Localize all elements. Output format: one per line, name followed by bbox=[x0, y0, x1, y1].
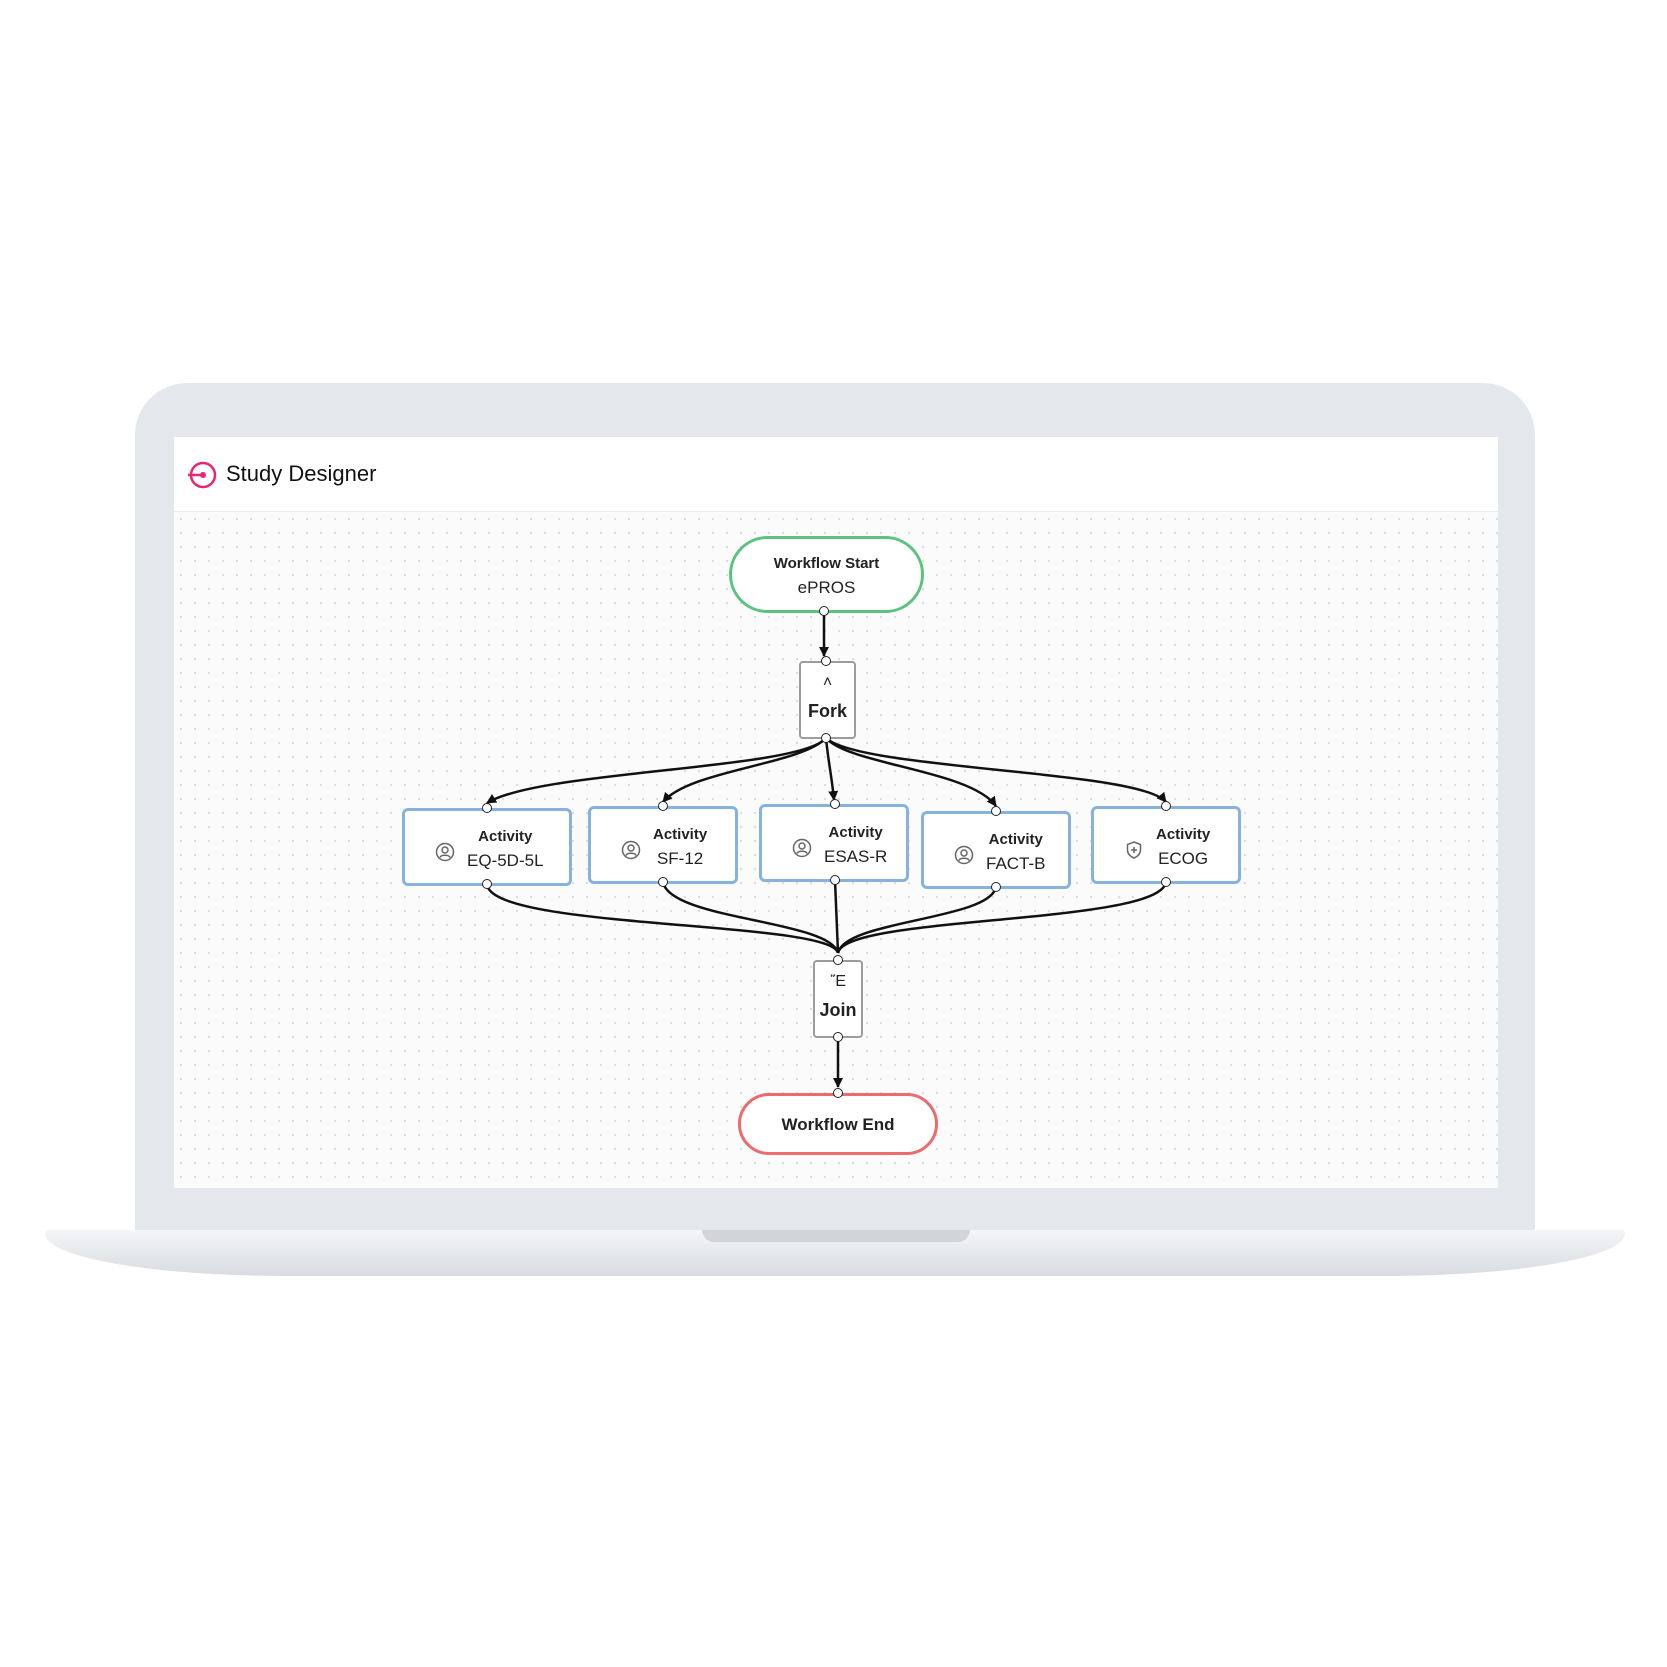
fork-out-port[interactable] bbox=[821, 733, 831, 743]
activity-out-port[interactable] bbox=[658, 877, 668, 887]
laptop-notch bbox=[702, 1230, 970, 1242]
activity-label: Activity bbox=[478, 828, 533, 845]
edge-esasr-join bbox=[833, 879, 840, 954]
laptop-screen: Study Designer bbox=[174, 437, 1498, 1188]
app-title: Study Designer bbox=[226, 461, 377, 486]
edge-fork-esasr bbox=[824, 737, 839, 801]
edge-fork-eq5d bbox=[486, 737, 827, 805]
person-icon bbox=[792, 838, 812, 858]
person-icon bbox=[621, 840, 641, 860]
activity-in-port[interactable] bbox=[830, 799, 840, 809]
activity-text: Activity FACT-B bbox=[986, 831, 1046, 874]
edge-factb-join bbox=[836, 886, 998, 954]
activity-in-port[interactable] bbox=[991, 806, 1001, 816]
edge-fork-ecog bbox=[825, 737, 1167, 803]
activity-text: Activity ESAS-R bbox=[824, 824, 887, 867]
activity-out-port[interactable] bbox=[1161, 877, 1171, 887]
join-node[interactable]: Ἔ Join bbox=[813, 960, 863, 1038]
workflow-start-node[interactable]: Workflow Start ePROS bbox=[729, 536, 924, 613]
edge-sf12-join bbox=[661, 881, 840, 954]
edge-fork-sf12 bbox=[662, 737, 827, 803]
workflow-start-out-port[interactable] bbox=[819, 606, 829, 616]
activity-name: EQ-5D-5L bbox=[467, 851, 544, 870]
app-header: Study Designer bbox=[174, 437, 1498, 512]
activity-node-esasr[interactable]: Activity ESAS-R bbox=[759, 804, 909, 882]
activity-text: Activity EQ-5D-5L bbox=[467, 828, 544, 871]
edge-ecog-join bbox=[836, 881, 1168, 954]
activity-name: ESAS-R bbox=[824, 847, 888, 866]
activity-node-factb[interactable]: Activity FACT-B bbox=[921, 811, 1071, 889]
activity-text: Activity ECOG bbox=[1156, 826, 1210, 869]
join-out-port[interactable] bbox=[833, 1032, 843, 1042]
activity-node-ecog[interactable]: Activity ECOG bbox=[1091, 806, 1241, 884]
activity-node-sf12[interactable]: Activity SF-12 bbox=[588, 806, 738, 884]
workflow-start-name: ePROS bbox=[797, 578, 856, 597]
join-icon: Ἔ bbox=[830, 973, 846, 990]
fork-label: Fork bbox=[807, 701, 847, 721]
edge-eq5d-join bbox=[485, 883, 840, 954]
fork-in-port[interactable] bbox=[821, 656, 831, 666]
workflow-canvas[interactable] bbox=[174, 512, 1498, 1188]
activity-name: FACT-B bbox=[986, 854, 1046, 873]
activity-in-port[interactable] bbox=[1161, 801, 1171, 811]
activity-label: Activity bbox=[988, 831, 1043, 848]
workflow-end-in-port[interactable] bbox=[833, 1088, 843, 1098]
activity-out-port[interactable] bbox=[482, 879, 492, 889]
activity-in-port[interactable] bbox=[482, 803, 492, 813]
fork-node[interactable]: ˄ Fork bbox=[799, 661, 856, 739]
activity-out-port[interactable] bbox=[830, 875, 840, 885]
activity-label: Activity bbox=[1156, 826, 1211, 843]
person-icon bbox=[954, 845, 974, 865]
fork-icon: ˄ bbox=[822, 674, 833, 691]
app-logo-icon bbox=[188, 461, 217, 489]
workflow-start-label: Workflow Start bbox=[773, 555, 880, 572]
join-label: Join bbox=[819, 1000, 857, 1020]
workflow-end-label: Workflow End bbox=[781, 1115, 895, 1134]
activity-name: SF-12 bbox=[656, 849, 704, 868]
edge-fork-factb bbox=[825, 737, 998, 807]
activity-in-port[interactable] bbox=[658, 801, 668, 811]
workflow-end-node[interactable]: Workflow End bbox=[738, 1093, 938, 1155]
activity-name: ECOG bbox=[1158, 849, 1209, 868]
activity-out-port[interactable] bbox=[991, 882, 1001, 892]
person-icon bbox=[435, 842, 455, 862]
activity-text: Activity SF-12 bbox=[653, 826, 707, 869]
activity-label: Activity bbox=[828, 824, 883, 841]
shield-icon bbox=[1126, 841, 1142, 859]
activity-node-eq5d5l[interactable]: Activity EQ-5D-5L bbox=[402, 808, 572, 886]
join-in-port[interactable] bbox=[833, 955, 843, 965]
activity-label: Activity bbox=[653, 826, 708, 843]
